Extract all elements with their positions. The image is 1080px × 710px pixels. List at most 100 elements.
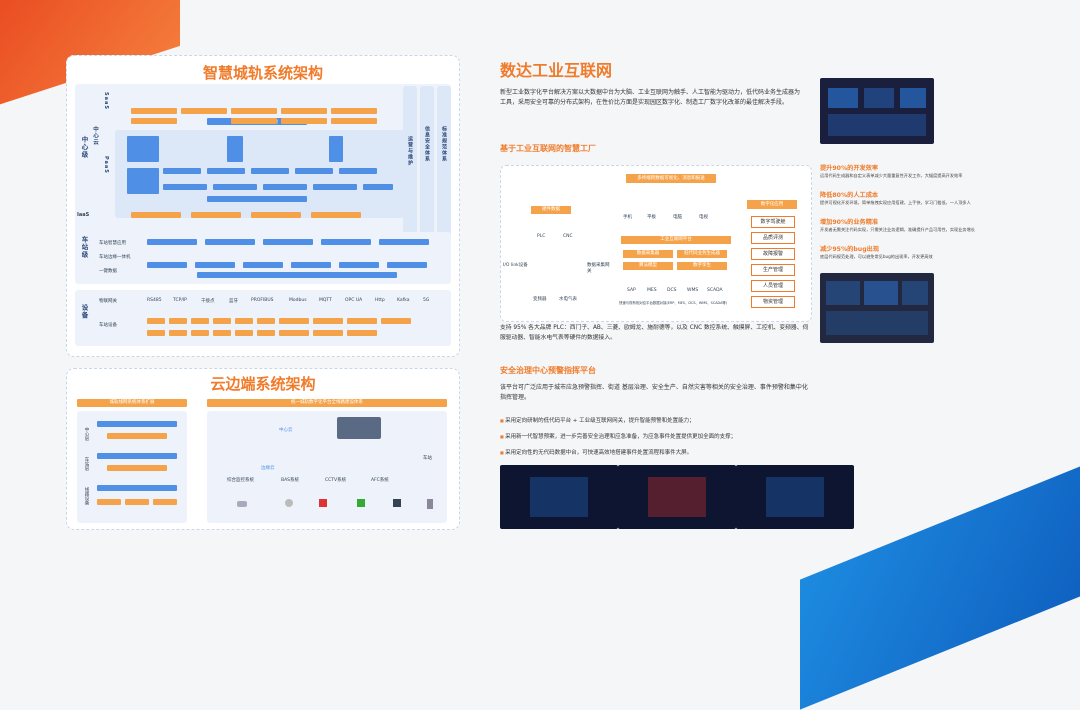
plc-support-text: 支持 95% 各大品牌 PLC：西门子、AB、三菱、欧姆龙、施耐德等，以及 CN… bbox=[500, 325, 809, 341]
safety-bullet-3: 采用定向性的无代码数据中台，可快速高效地搭建事件处置流程和事件大屏。 bbox=[500, 448, 692, 456]
standard-column bbox=[437, 86, 451, 266]
rail-architecture-panel: 智慧城轨系统架构 中心级 中心云 SaaS PaaS IaaS 智慧城轨数字孪生… bbox=[66, 55, 460, 357]
factory-diagram: 多终端跨数据可视化、消息和报送 硬件数据 PLC CNC I/O link设备 … bbox=[500, 165, 812, 322]
edge-center-cloud: 中心云 bbox=[279, 428, 293, 433]
safety-bullet-2: 采用新一代智慧预案，进一步完善安全治理和应急准备，为应急事件处置提供更加全面的支… bbox=[500, 432, 736, 440]
protocol-item: OPC UA bbox=[345, 298, 363, 303]
center-cloud-label: 中心云 bbox=[92, 126, 98, 146]
app-item: 生产管理 bbox=[751, 264, 795, 276]
feature-desc-2: 提供可视化开发环境，简单拖拽实现应用搭建，上手快，学习门槛低，一人顶多人 bbox=[820, 200, 971, 205]
protocol-item: Kafka bbox=[397, 298, 410, 303]
system-1: SAP bbox=[627, 288, 636, 293]
ops-label: 运营与维护 bbox=[407, 136, 413, 166]
meter-icon bbox=[393, 499, 401, 507]
ops-column bbox=[403, 86, 417, 266]
protocol-item: 蓝牙 bbox=[229, 299, 238, 304]
industrial-internet-section: 数达工业互联网 新型工业数字化平台解决方案以大数据中台为大脑、工业互联网为触手、… bbox=[470, 40, 1070, 560]
edge-node-label: 边缘云 bbox=[261, 466, 275, 471]
feature-title-3: 增加90%的业务精准 bbox=[820, 219, 879, 226]
edge-system-4: AFC系统 bbox=[371, 478, 389, 483]
module-1: 数据采集器 bbox=[623, 250, 673, 258]
edge-row-station: 车站层 bbox=[84, 457, 89, 471]
app-item: 品质评测 bbox=[751, 232, 795, 244]
edge-right-zone bbox=[207, 411, 447, 523]
module-3: 算法模型 bbox=[623, 262, 673, 270]
command-screenshot-3 bbox=[736, 465, 854, 529]
center-level-label: 中心级 bbox=[80, 136, 88, 159]
edge-row-center: 中心层 bbox=[84, 427, 89, 441]
terminal-4: 电视 bbox=[699, 215, 708, 220]
safety-intro: 该平台可广泛应用于城市应急预警指挥、街道 基层治理、安全生产、自然灾害等相关的安… bbox=[500, 384, 808, 401]
hardware-label: 硬件数据 bbox=[531, 206, 571, 214]
rail-architecture-title: 智慧城轨系统架构 bbox=[202, 64, 323, 82]
module-4: 数字孪生 bbox=[677, 262, 727, 270]
meter-label-1: 变频器 bbox=[533, 297, 547, 302]
cloud-edge-panel: 云边端系统架构 城轨线网系统体系扩展 统一城轨数字化平台全线路建设体系 中心层 … bbox=[66, 368, 460, 530]
alarm-icon bbox=[319, 499, 327, 507]
module-2: 低代码业务生成器 bbox=[677, 250, 727, 258]
edge-row-device: 线路设备 bbox=[84, 487, 89, 505]
terminal-3: 电脑 bbox=[673, 215, 682, 220]
protocol-item: RS485 bbox=[147, 298, 162, 303]
feature-title-4: 减少95%的bug出现 bbox=[820, 246, 880, 253]
device-item-station: 车站设备 bbox=[99, 323, 117, 328]
dashboard-screenshot-2 bbox=[820, 273, 934, 343]
camera-icon bbox=[237, 501, 247, 507]
io-label: I/O link设备 bbox=[503, 263, 528, 268]
collect-label: 数据采集网关 bbox=[587, 263, 610, 274]
saas-label: SaaS bbox=[103, 92, 109, 110]
standard-label: 标准规范体系 bbox=[441, 126, 447, 162]
edge-station-label: 车站 bbox=[423, 456, 432, 461]
protocol-item: 干接点 bbox=[201, 299, 215, 304]
station-level-label: 车站级 bbox=[80, 236, 88, 259]
terminal-2: 平板 bbox=[647, 215, 656, 220]
edge-right-banner: 统一城轨数字化平台全线路建设体系 bbox=[207, 399, 447, 407]
iaas-label: IaaS bbox=[77, 212, 90, 218]
apps-title: 数字化应用 bbox=[747, 200, 797, 209]
station-item-apps: 车站智慧应用 bbox=[99, 241, 126, 246]
app-item: 人员管理 bbox=[751, 280, 795, 292]
edge-system-2: BAS系统 bbox=[281, 478, 300, 483]
station-item-edge: 车站边缘一体机 bbox=[99, 255, 131, 260]
cnc-label: CNC bbox=[563, 234, 573, 239]
terminal-1: 手机 bbox=[623, 215, 632, 220]
command-screenshot-1 bbox=[500, 465, 618, 529]
platform-label: 工业互联网平台 bbox=[621, 236, 731, 244]
protocol-item: PROFIBUS bbox=[251, 298, 274, 303]
system-5: SCADA bbox=[707, 288, 723, 293]
device-icon bbox=[427, 499, 433, 509]
valve-icon bbox=[357, 499, 365, 507]
factory-title: 基于工业互联网的智慧工厂 bbox=[500, 144, 596, 153]
feature-title-1: 提升90%的开发效率 bbox=[820, 165, 879, 172]
edge-system-1: 综合监控系统 bbox=[227, 478, 254, 483]
meter-label-2: 水电气表 bbox=[559, 297, 577, 302]
security-label: 信息安全体系 bbox=[424, 126, 430, 162]
paas-label: PaaS bbox=[103, 156, 109, 174]
system-4: WMS bbox=[687, 288, 699, 293]
dashboard-screenshot-1 bbox=[820, 78, 934, 144]
protocol-item: 5G bbox=[423, 298, 430, 303]
systems-note: 快速与现有相对应平台数据对接(ERP、MES、DCS、WMS、SCADA等) bbox=[619, 301, 728, 305]
cloud-edge-title: 云边端系统架构 bbox=[210, 375, 316, 393]
safety-title: 安全治理中心预警指挥平台 bbox=[500, 366, 596, 375]
feature-desc-4: 底层代码规范处理，可以避免常见bug的出现率，开发更高效 bbox=[820, 254, 933, 259]
safety-bullet-1: 采用定向研制的低代码平台 + 工业级互联网网关，提升智能预警和处置能力； bbox=[500, 416, 695, 424]
industrial-intro: 新型工业数字化平台解决方案以大数据中台为大脑、工业互联网为触手、人工智能为驱动力… bbox=[500, 89, 801, 106]
device-level-label: 设备 bbox=[80, 304, 88, 319]
app-item: 物资管理 bbox=[751, 296, 795, 308]
system-2: MES bbox=[647, 288, 657, 293]
edge-left-banner: 城轨线网系统体系扩展 bbox=[77, 399, 187, 407]
system-3: DCS bbox=[667, 288, 677, 293]
command-screenshot-2 bbox=[618, 465, 736, 529]
server-rack-icon bbox=[337, 417, 381, 439]
app-item: 数字驾驶舱 bbox=[751, 216, 795, 228]
protocol-item: MQTT bbox=[319, 298, 332, 303]
paas-block bbox=[115, 130, 405, 218]
app-item: 故障报警 bbox=[751, 248, 795, 260]
factory-top-banner: 多终端跨数据可视化、消息和报送 bbox=[626, 174, 716, 183]
feature-desc-3: 开发者无需关注代码实现，只需关注业务逻辑，准确提升产品可用性，实现业务增长 bbox=[820, 227, 975, 232]
feature-desc-1: 运用代码生成器和自定义表单减少大量重复性开发工作，大幅度提高开发效率 bbox=[820, 173, 963, 178]
edge-system-3: CCTV系统 bbox=[325, 478, 347, 483]
feature-title-2: 降低80%的人工成本 bbox=[820, 192, 879, 199]
protocol-item: TCP/IP bbox=[173, 298, 187, 303]
